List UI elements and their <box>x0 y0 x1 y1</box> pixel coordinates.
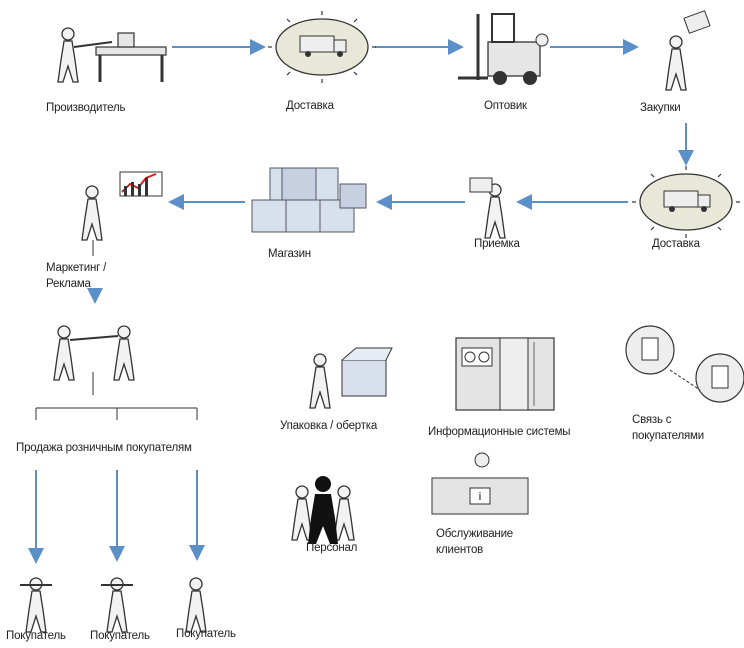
label-marketing: Маркетинг / <box>46 262 107 274</box>
person-at-workbench-icon <box>57 27 167 83</box>
label-communication-1: Связь с <box>632 414 672 426</box>
label-buyer-3: Покупатель <box>176 628 236 640</box>
label-retail-sale: Продажа розничным покупателям <box>16 442 192 454</box>
person-carrying-boxes-icon <box>665 10 711 91</box>
people-group-icon <box>291 476 355 544</box>
label-delivery-1: Доставка <box>286 100 334 112</box>
label-receiving: Приемка <box>474 238 520 250</box>
retail-bracket <box>35 240 198 420</box>
server-cabinet-icon <box>455 337 555 411</box>
forklift-icon <box>458 13 549 85</box>
info-desk-icon: i <box>431 452 529 515</box>
handshake-icon <box>53 325 135 381</box>
label-purchases: Закупки <box>640 102 681 114</box>
label-wholesaler: Оптовик <box>484 100 527 112</box>
label-packaging: Упаковка / обертка <box>280 420 378 432</box>
telephone-icon <box>625 325 744 403</box>
label-buyer-1: Покупатель <box>6 630 66 642</box>
label-producer: Производитель <box>46 102 126 114</box>
truck-icon-2 <box>632 166 740 238</box>
flow-arrows <box>28 39 694 564</box>
person-receiving-icon <box>469 177 506 239</box>
boxes-stack-icon <box>251 167 367 233</box>
label-communication-2: покупателями <box>632 430 704 442</box>
person-with-chart-icon <box>81 171 163 241</box>
label-service-1: Обслуживание <box>436 528 514 540</box>
label-personnel: Персонал <box>306 542 358 554</box>
buyer-figures <box>20 577 207 633</box>
label-store: Магазин <box>268 248 311 260</box>
label-delivery-2: Доставка <box>652 238 700 250</box>
truck-icon <box>268 11 376 83</box>
label-marketing-2: Реклама <box>46 278 91 290</box>
svg-text:i: i <box>479 491 481 503</box>
box-packing-icon <box>309 347 393 409</box>
label-buyer-2: Покупатель <box>90 630 150 642</box>
label-info-systems: Информационные системы <box>428 426 571 438</box>
label-service-2: клиентов <box>436 544 484 556</box>
